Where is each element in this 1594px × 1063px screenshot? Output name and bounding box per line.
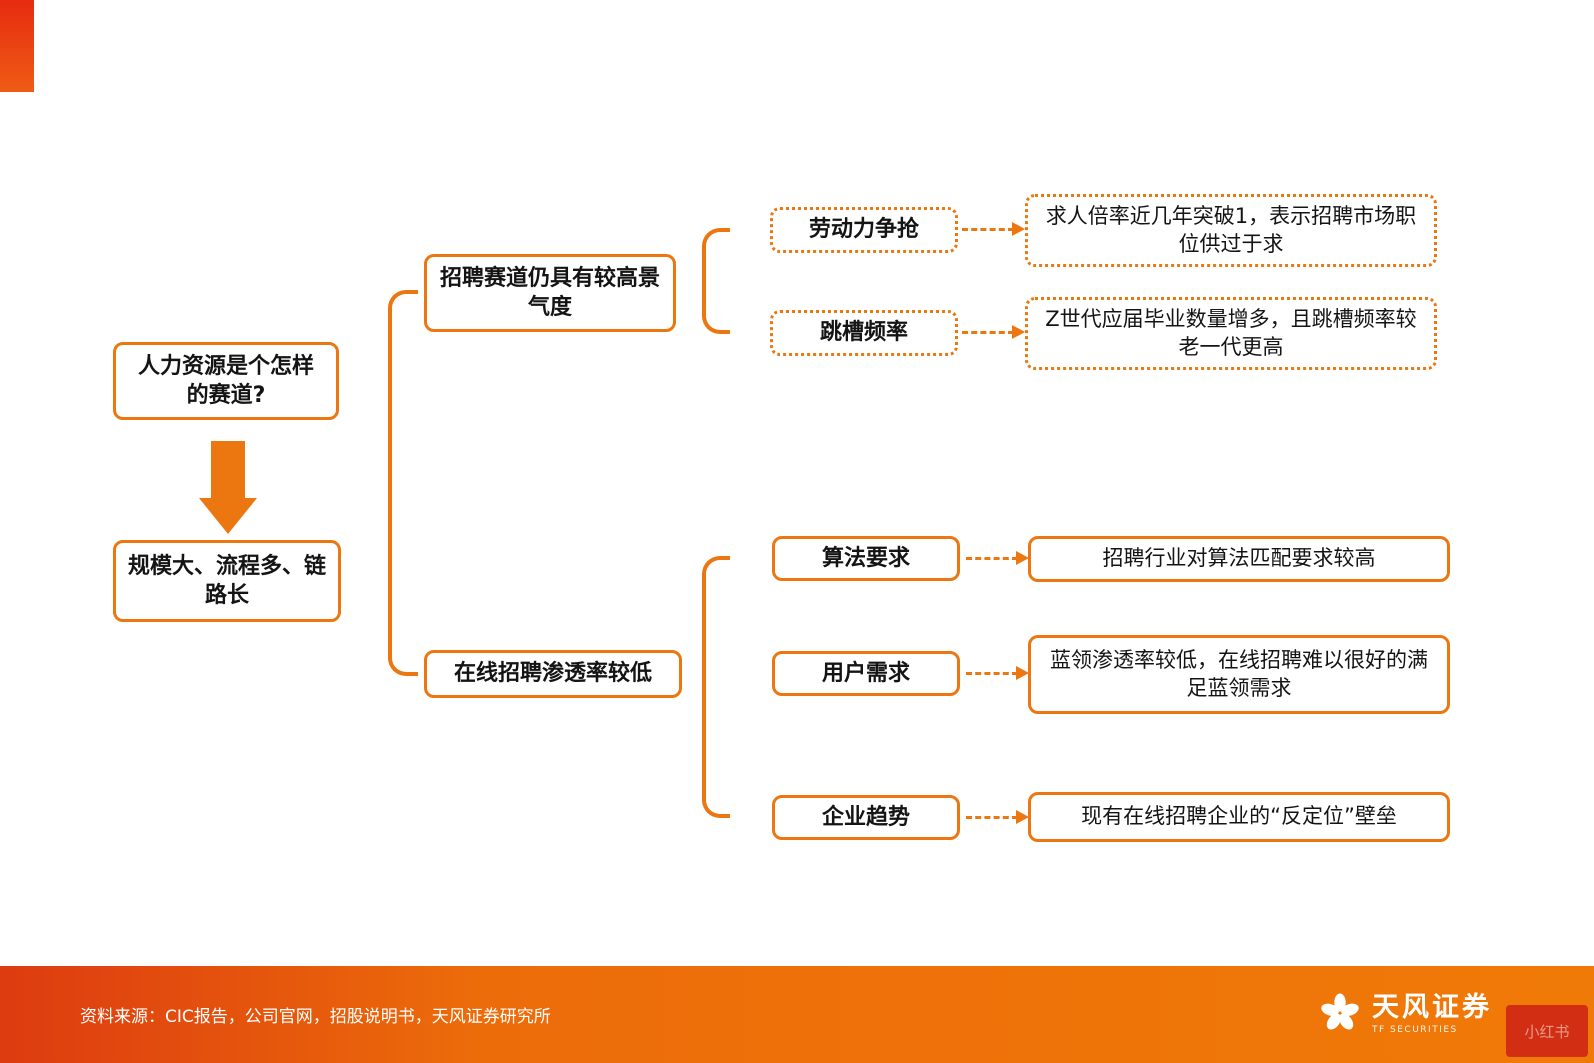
dashed-arrow-head-icon [1016, 666, 1029, 680]
detail-algorithm-box: 招聘行业对算法匹配要求较高 [1028, 536, 1450, 582]
node-user-demand-box: 用户需求 [772, 651, 960, 696]
detail-enterprise-trend-box: 现有在线招聘企业的“反定位”壁垒 [1028, 792, 1450, 842]
dashed-arrow-line [962, 331, 1014, 334]
node-algorithm-box: 算法要求 [772, 536, 960, 581]
down-arrow-shaft [211, 441, 245, 499]
dashed-arrow-head-icon [1012, 222, 1025, 236]
branch-online-box: 在线招聘渗透率较低 [424, 650, 682, 698]
dashed-arrow-head-icon [1016, 551, 1029, 565]
flower-logo-icon [1318, 991, 1362, 1039]
watermark: 小红书 [1506, 1005, 1588, 1057]
source-text: 资料来源：CIC报告，公司官网，招股说明书，天风证券研究所 [80, 1007, 551, 1027]
branch-recruitment-box: 招聘赛道仍具有较高景气度 [424, 254, 676, 332]
brand-text: 天风证券 TF SECURITIES [1372, 993, 1492, 1036]
dashed-arrow-head-icon [1016, 810, 1029, 824]
detail-job-hopping-box: Z世代应届毕业数量增多，且跳槽频率较老一代更高 [1025, 297, 1437, 370]
node-labor-competition-box: 劳动力争抢 [770, 207, 958, 253]
down-arrow-icon [199, 498, 257, 534]
recruitment-bracket-connector [702, 228, 730, 334]
node-enterprise-trend-box: 企业趋势 [772, 795, 960, 840]
tf-securities-brand: 天风证券 TF SECURITIES [1318, 966, 1492, 1063]
node-job-hopping-box: 跳槽频率 [770, 310, 958, 356]
dashed-arrow-line [966, 816, 1018, 819]
conclusion-box: 规模大、流程多、链路长 [113, 540, 341, 622]
dashed-arrow-line [962, 228, 1014, 231]
dashed-arrow-line [966, 672, 1018, 675]
footer-bar: 资料来源：CIC报告，公司官网，招股说明书，天风证券研究所 天风证券 TF SE… [0, 966, 1594, 1063]
brand-subtitle: TF SECURITIES [1372, 1024, 1458, 1035]
corner-accent-bar [0, 0, 34, 92]
detail-labor-competition-box: 求人倍率近几年突破1，表示招聘市场职位供过于求 [1025, 194, 1437, 267]
dashed-arrow-line [966, 557, 1018, 560]
dashed-arrow-head-icon [1012, 325, 1025, 339]
detail-user-demand-box: 蓝领渗透率较低，在线招聘难以很好的满足蓝领需求 [1028, 635, 1450, 714]
online-bracket-connector [702, 556, 730, 818]
root-question-box: 人力资源是个怎样的赛道? [113, 342, 339, 420]
brand-name: 天风证券 [1372, 992, 1492, 1024]
main-bracket-connector [388, 290, 418, 676]
